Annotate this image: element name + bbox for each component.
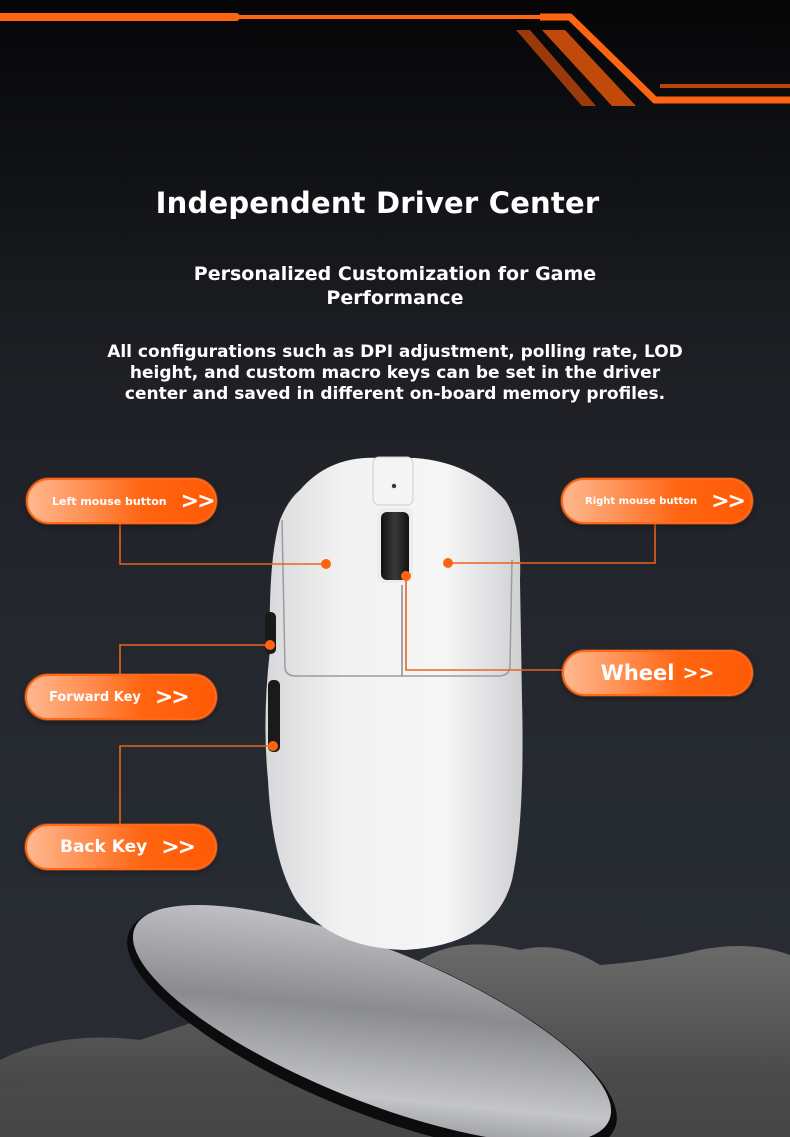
callout-connectors xyxy=(119,520,656,825)
callout-label: Back Key xyxy=(60,837,148,857)
left-mouse-button-callout[interactable]: Left mouse button >> xyxy=(26,478,217,524)
mouse xyxy=(265,456,523,950)
chevrons-right-icon: >> xyxy=(711,488,746,514)
back-side-button xyxy=(268,680,280,752)
chevrons-right-icon: >> xyxy=(180,488,216,514)
callout-label: Right mouse button xyxy=(585,495,698,507)
callout-label: Left mouse button xyxy=(52,494,167,508)
back-key-callout[interactable]: Back Key >> xyxy=(25,824,217,870)
right-mouse-button-callout[interactable]: Right mouse button >> xyxy=(561,478,753,524)
header-decoration xyxy=(0,13,790,106)
chevrons-right-icon: >> xyxy=(682,662,715,684)
chevrons-right-icon: >> xyxy=(154,684,190,710)
hotspot-dots xyxy=(265,558,453,751)
callout-label: Wheel xyxy=(600,661,675,685)
page-title: Independent Driver Center xyxy=(155,186,600,220)
page-description: All configurations such as DPI adjustmen… xyxy=(107,342,683,404)
mouse-pad xyxy=(127,904,617,1137)
forward-key-callout[interactable]: Forward Key >> xyxy=(25,674,217,720)
chevrons-right-icon: >> xyxy=(161,834,196,860)
page-subtitle: Personalized Customization for Game Perf… xyxy=(193,263,597,309)
callout-label: Forward Key xyxy=(49,689,141,705)
wheel-callout[interactable]: Wheel >> xyxy=(562,650,753,696)
